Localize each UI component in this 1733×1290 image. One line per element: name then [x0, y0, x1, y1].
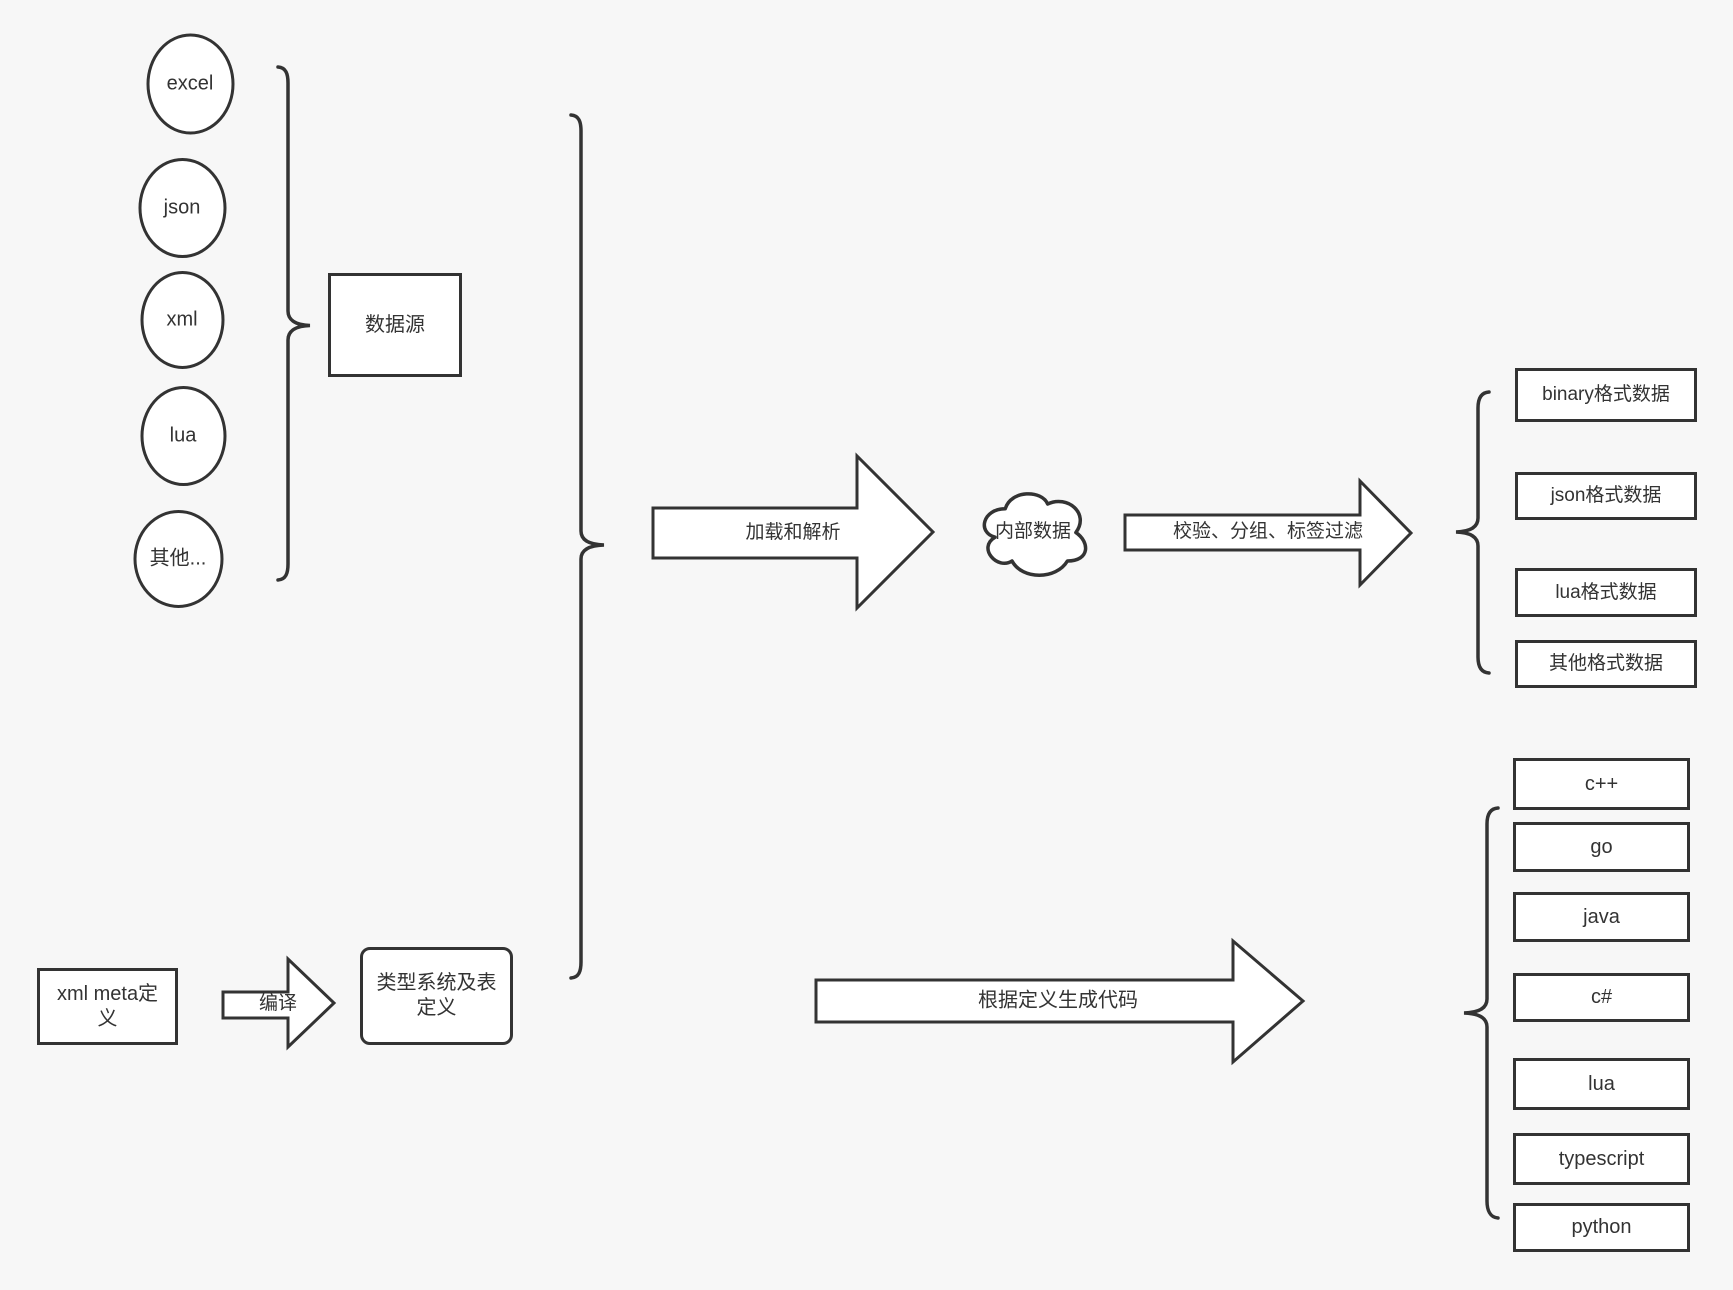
data-source-label: 数据源	[365, 313, 425, 336]
source-ellipse-json	[138, 158, 227, 258]
source-label-xml: xml	[166, 308, 198, 331]
language-box-python: python	[1513, 1203, 1690, 1252]
format-box-other: 其他格式数据	[1515, 640, 1697, 688]
language-label-python: python	[1571, 1216, 1632, 1238]
filter-arrow	[1123, 477, 1414, 589]
load-parse-arrow-label: 加载和解析	[745, 522, 841, 544]
codegen-arrow-label: 根据定义生成代码	[978, 989, 1138, 1012]
source-label-lua: lua	[169, 424, 197, 447]
language-box-go: go	[1513, 822, 1690, 872]
language-box-java: java	[1513, 892, 1690, 942]
compile-arrow-label: 编译	[258, 993, 298, 1015]
load-parse-arrow	[651, 452, 936, 612]
format-label-other: 其他格式数据	[1548, 653, 1663, 675]
codegen-arrow	[814, 937, 1306, 1066]
source-ellipse-excel	[146, 33, 235, 135]
inputs-brace	[569, 113, 605, 980]
source-ellipse-lua	[140, 386, 227, 486]
language-label-lua: lua	[1588, 1072, 1615, 1095]
type-system-box: 类型系统及表定义	[360, 947, 513, 1045]
language-box-cpp: c++	[1513, 758, 1690, 810]
xml-meta-box: xml meta定义	[37, 968, 178, 1045]
source-label-other: 其他...	[149, 547, 207, 570]
format-label-binary: binary格式数据	[1542, 384, 1670, 406]
format-box-json: json格式数据	[1515, 472, 1697, 520]
language-label-cpp: c++	[1584, 772, 1619, 795]
language-label-csharp: c#	[1590, 986, 1613, 1008]
format-box-binary: binary格式数据	[1515, 368, 1697, 422]
xml-meta-label: xml meta定义	[56, 982, 159, 1030]
language-label-go: go	[1590, 835, 1613, 858]
internal-data-label: 内部数据	[994, 521, 1072, 543]
language-box-typescript: typescript	[1513, 1133, 1690, 1185]
internal-data-cloud	[982, 492, 1088, 577]
language-label-typescript: typescript	[1558, 1147, 1645, 1170]
formats-brace	[1455, 390, 1491, 675]
type-system-label: 类型系统及表定义	[376, 972, 497, 1019]
format-label-json: json格式数据	[1550, 485, 1662, 507]
data-source-box: 数据源	[328, 273, 462, 377]
source-label-json: json	[163, 196, 201, 219]
languages-brace	[1463, 806, 1500, 1220]
filter-arrow-label: 校验、分组、标签过滤	[1172, 521, 1364, 543]
format-box-lua: lua格式数据	[1515, 568, 1697, 617]
source-label-excel: excel	[166, 72, 214, 95]
source-ellipse-xml	[140, 271, 225, 369]
source-ellipse-other	[133, 510, 224, 608]
sources-brace	[276, 65, 311, 582]
format-label-lua: lua格式数据	[1555, 581, 1657, 603]
language-label-java: java	[1583, 905, 1620, 928]
compile-arrow	[221, 955, 337, 1051]
language-box-lua: lua	[1513, 1058, 1690, 1110]
language-box-csharp: c#	[1513, 973, 1690, 1022]
